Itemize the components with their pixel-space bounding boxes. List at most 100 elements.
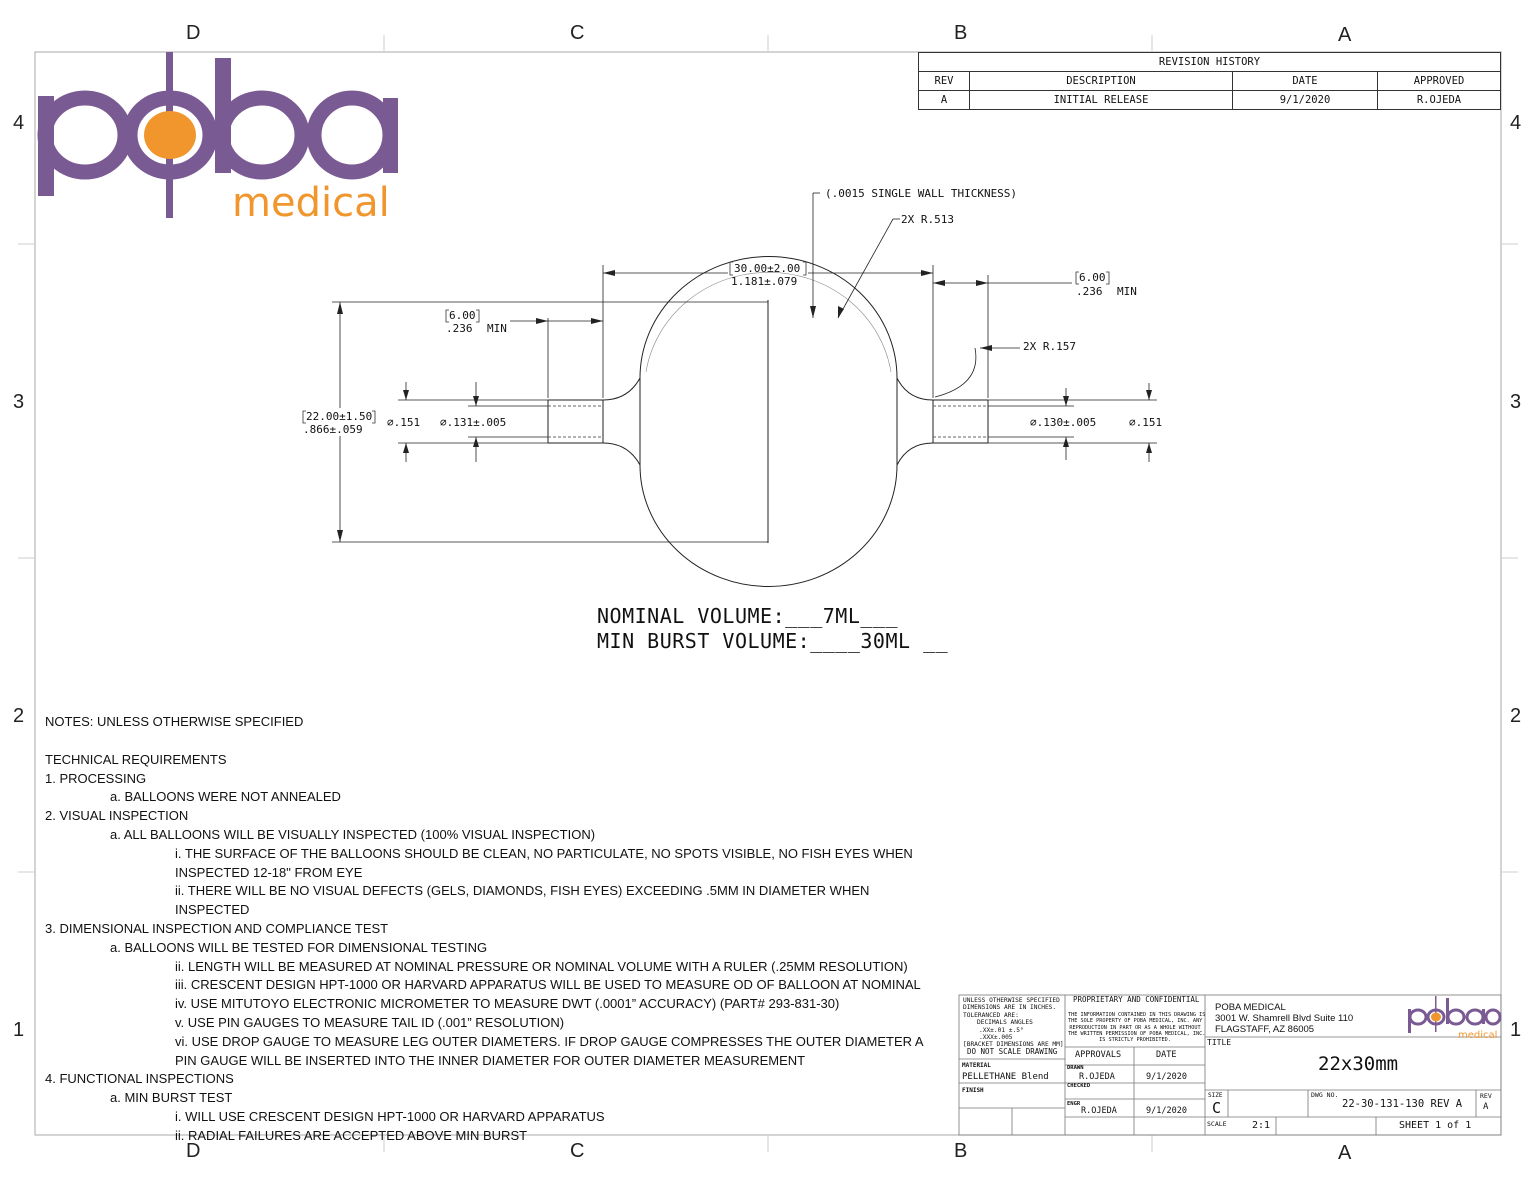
revision-title: REVISION HISTORY	[918, 52, 1501, 72]
small-logo-sub-text: medical	[1458, 1030, 1497, 1041]
notes-item-2a-ii: ii. THERE WILL BE NO VISUAL DEFECTS (GEL…	[175, 883, 870, 918]
revision-history-table: REVISION HISTORY REV DESCRIPTION DATE AP…	[918, 52, 1501, 110]
min-burst-volume: MIN BURST VOLUME:____30ML __	[597, 629, 949, 653]
logo-sub-text: medical	[232, 180, 390, 226]
tolerance-line-7: [BRACKET DIMENSIONS ARE MM]	[963, 1041, 1064, 1049]
material-label: MATERIAL	[962, 1062, 991, 1069]
zone-row-right-4: 4	[1510, 112, 1522, 134]
checked-label: CHECKED	[1067, 1083, 1091, 1089]
dimension-lines	[332, 192, 1157, 543]
zone-col-top-d: D	[186, 22, 201, 44]
notes-section-1: 1. PROCESSING	[45, 770, 147, 786]
dimension-arrows	[337, 270, 1152, 542]
company-address: POBA MEDICAL 3001 W. Shamrell Blvd Suite…	[1215, 1002, 1354, 1035]
approvals-date-label: DATE	[1156, 1050, 1177, 1060]
poba-logo-small	[1408, 996, 1502, 1033]
revision-cell-approved: R.OJEDA	[1377, 90, 1501, 110]
tolerance-block: UNLESS OTHERWISE SPECIFIED DIMENSIONS AR…	[963, 997, 1064, 1049]
notes-item-4a: a. MIN BURST TEST	[110, 1090, 233, 1106]
company-address-line-1: 3001 W. Shamrell Blvd Suite 110	[1215, 1012, 1354, 1024]
drawn-label: DRAWN	[1067, 1065, 1084, 1071]
tolerance-line-5: .XX±.01 ±.5°	[979, 1026, 1024, 1034]
engr-label: ENGR	[1067, 1101, 1081, 1107]
zone-col-top-c: C	[570, 22, 585, 44]
engr-date: 9/1/2020	[1146, 1106, 1187, 1116]
zone-row-left-2: 2	[13, 705, 25, 727]
zone-col-top-a: A	[1338, 24, 1352, 46]
right-min-label: MIN	[1117, 285, 1137, 298]
notes-section: NOTES: UNLESS OTHERWISE SPECIFIED TECHNI…	[45, 713, 945, 1146]
material-value: PELLETHANE Blend	[962, 1072, 1049, 1082]
poba-logo	[37, 52, 398, 218]
notes-item-4a-ii: ii. RADIAL FAILURES ARE ACCEPTED ABOVE M…	[175, 1127, 528, 1143]
zone-col-top-b: B	[954, 22, 968, 44]
zone-ticks	[18, 35, 1518, 1152]
revision-cell-rev: A	[918, 90, 970, 110]
left-min-mm-label: 6.00	[449, 309, 476, 322]
sheet-number: SHEET 1 of 1	[1399, 1120, 1472, 1131]
table-row: A INITIAL RELEASE 9/1/2020 R.OJEDA	[918, 90, 1501, 110]
left-min-label: MIN	[487, 322, 507, 335]
revision-title-row: REVISION HISTORY	[918, 52, 1501, 72]
zone-col-bottom-c: C	[570, 1140, 585, 1162]
revision-cell-description: INITIAL RELEASE	[969, 90, 1233, 110]
diameter-mm-label: 22.00±1.50	[306, 410, 372, 423]
notes-item-3a-iv: iv. USE MITUTOYO ELECTRONIC MICROMETER T…	[175, 996, 840, 1012]
company-name: POBA MEDICAL	[1215, 1002, 1286, 1013]
proprietary-text: THE INFORMATION CONTAINED IN THIS DRAWIN…	[1068, 1012, 1206, 1044]
revision-header-rev: REV	[918, 71, 970, 91]
length-in-label: 1.181±.079	[731, 275, 797, 288]
zone-row-right-3: 3	[1510, 391, 1522, 413]
size-value: C	[1212, 1099, 1222, 1117]
bracket-boxes	[302, 261, 1110, 424]
drawing-number: 22-30-131-130 REV A	[1342, 1098, 1463, 1110]
approvals-label: APPROVALS	[1075, 1050, 1122, 1060]
do-not-scale: DO NOT SCALE DRAWING	[967, 1047, 1058, 1056]
proprietary-line-5: IS STRICTLY PROHIBITED.	[1099, 1037, 1171, 1044]
notes-item-3a-vi: vi. USE DROP GAUGE TO MEASURE LEG OUTER …	[175, 1033, 923, 1068]
title-label: TITLE	[1207, 1038, 1232, 1047]
notes-item-3a-iii: iii. CRESCENT DESIGN HPT-1000 OR HARVARD…	[175, 977, 921, 993]
proprietary-line-1: THE INFORMATION CONTAINED IN THIS DRAWIN…	[1068, 1012, 1206, 1018]
dwg-no-label: DWG NO.	[1311, 1091, 1339, 1099]
notes-item-2a-i: i. THE SURFACE OF THE BALLOONS SHOULD BE…	[175, 845, 913, 880]
notes-item-4a-i: i. WILL USE CRESCENT DESIGN HPT-1000 OR …	[175, 1108, 605, 1124]
zone-col-bottom-d: D	[186, 1140, 201, 1162]
rev-label: REV	[1480, 1092, 1492, 1100]
title-block-grid	[958, 994, 1502, 1136]
length-mm-label: 30.00±2.00	[734, 262, 800, 275]
revision-header-row: REV DESCRIPTION DATE APPROVED	[918, 71, 1501, 91]
zone-row-left-4: 4	[13, 112, 25, 134]
left-min-in-label: .236	[446, 322, 473, 335]
revision-header-description: DESCRIPTION	[969, 71, 1233, 91]
tolerance-line-3: TOLERANCED ARE:	[963, 1011, 1019, 1019]
zone-row-right-1: 1	[1510, 1019, 1522, 1041]
wall-thickness-label: (.0015 SINGLE WALL THICKNESS)	[825, 187, 1017, 200]
revision-cell-date: 9/1/2020	[1232, 90, 1378, 110]
drawn-date: 9/1/2020	[1146, 1072, 1187, 1082]
radius-large-label: 2X R.513	[901, 213, 954, 226]
scale-value: 2:1	[1252, 1120, 1271, 1131]
company-address-line-2: FLAGSTAFF, AZ 86005	[1215, 1023, 1315, 1035]
size-label: SIZE	[1208, 1092, 1223, 1099]
notes-section-2: 2. VISUAL INSPECTION	[45, 808, 189, 824]
engr-by: R.OJEDA	[1081, 1106, 1117, 1116]
drawing-title: 22x30mm	[1318, 1053, 1399, 1075]
notes-item-3a: a. BALLOONS WILL BE TESTED FOR DIMENSION…	[110, 939, 488, 955]
notes-tech-heading: TECHNICAL REQUIREMENTS	[45, 751, 227, 767]
right-min-mm-label: 6.00	[1079, 271, 1106, 284]
revision-header-date: DATE	[1232, 71, 1378, 91]
rev-value: A	[1483, 1102, 1489, 1112]
proprietary-line-3: REPRODUCTION IN PART OR AS A WHOLE WITHO…	[1069, 1024, 1201, 1031]
proprietary-line-4: THE WRITTEN PERMISSION OF POBA MEDICAL, …	[1068, 1030, 1206, 1037]
scale-label: SCALE	[1207, 1120, 1227, 1128]
nominal-volume: NOMINAL VOLUME:___7ML___	[597, 604, 898, 628]
radius-small-label: 2X R.157	[1023, 340, 1076, 353]
left-od-label: ∅.151	[387, 416, 420, 429]
notes-item-2a: a. ALL BALLOONS WILL BE VISUALLY INSPECT…	[110, 826, 596, 842]
zone-row-left-1: 1	[13, 1019, 25, 1041]
right-id-label: ∅.130±.005	[1030, 416, 1096, 429]
notes-section-4: 4. FUNCTIONAL INSPECTIONS	[45, 1071, 234, 1087]
zone-col-bottom-b: B	[954, 1140, 968, 1162]
finish-label: FINISH	[962, 1087, 984, 1094]
